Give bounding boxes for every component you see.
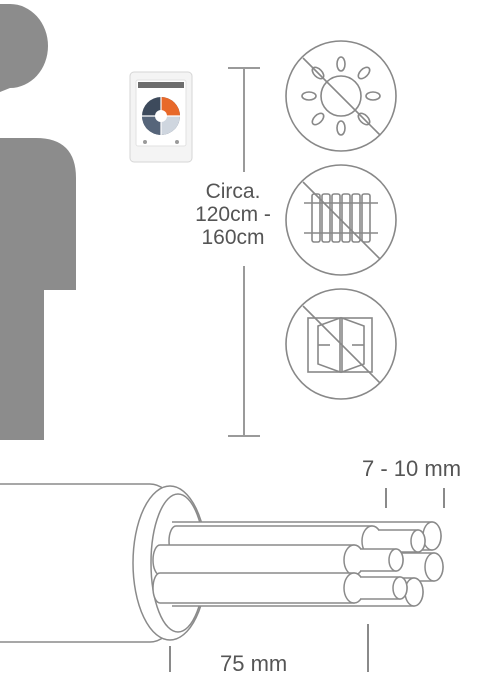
cable-length-ticks <box>169 624 369 672</box>
height-dimension-line <box>228 67 260 437</box>
conductor-diameter-ticks <box>385 488 445 508</box>
mounting-height-label: Circa. 120cm - 160cm <box>178 180 288 249</box>
cable-length-label: 75 mm <box>220 651 288 676</box>
no-radiator-icon <box>285 164 397 276</box>
cable-conductor <box>152 544 404 576</box>
no-window-icon <box>285 288 397 400</box>
mounting-height-line2: 120cm - <box>195 203 271 226</box>
mounting-height-line1: Circa. <box>205 180 261 203</box>
no-sun-icon <box>285 40 397 152</box>
cable-conductor <box>152 572 408 604</box>
cable-diagram <box>0 483 444 643</box>
mounting-height-line3: 160cm <box>201 226 265 249</box>
conductor-diameter-label: 7 - 10 mm <box>362 456 462 481</box>
thermostat-device <box>129 71 193 163</box>
person-silhouette <box>0 4 76 440</box>
